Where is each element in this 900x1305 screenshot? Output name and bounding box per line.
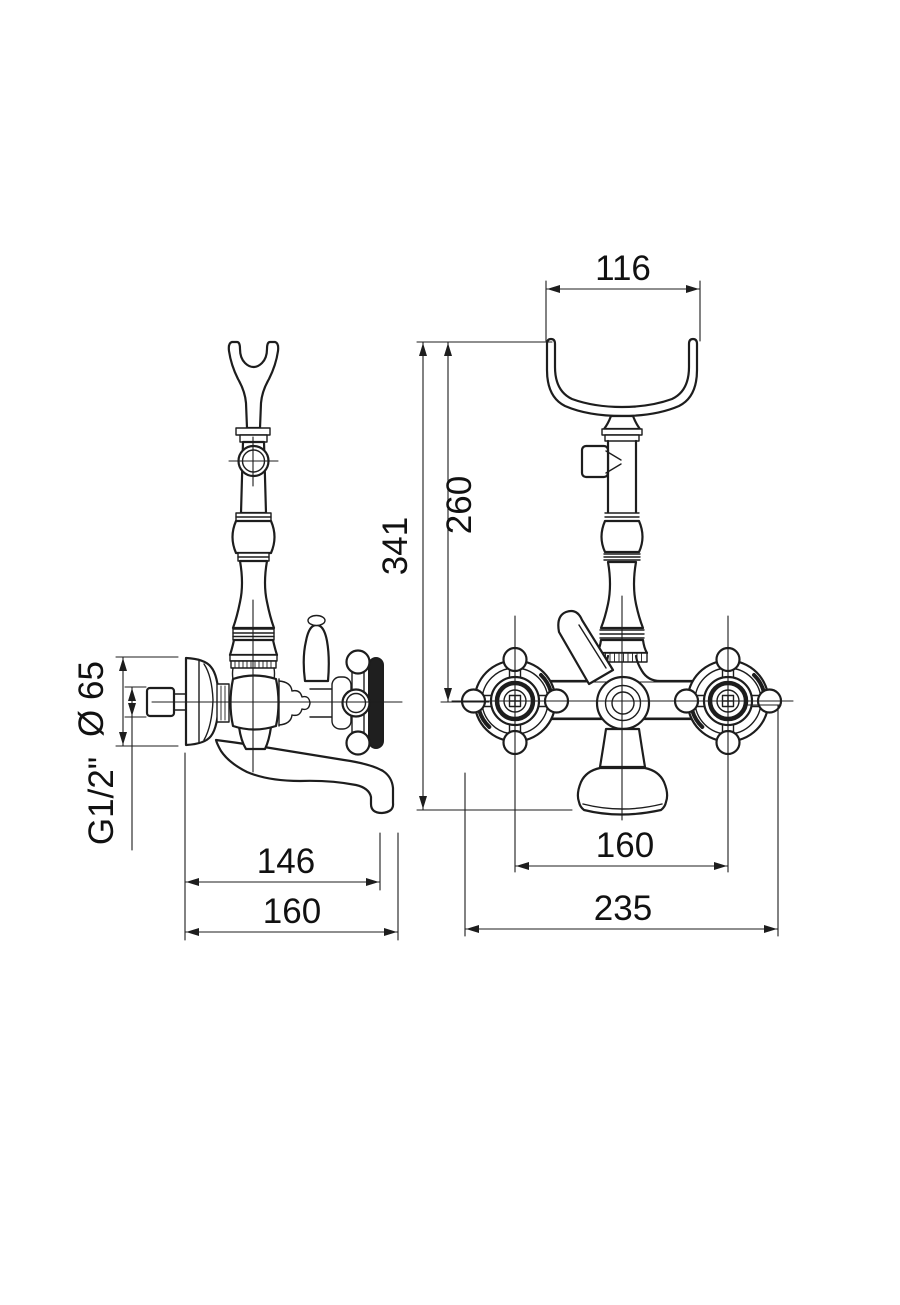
dim-handle-distance: 160 bbox=[514, 826, 729, 870]
dim-label-diameter: Ø 65 bbox=[72, 661, 111, 737]
diverter-lever-side bbox=[302, 614, 330, 683]
cross-handle-side bbox=[278, 649, 384, 756]
dim-label-235: 235 bbox=[594, 889, 652, 928]
dim-cradle-width: 116 bbox=[545, 249, 701, 342]
handset-bracket bbox=[580, 444, 610, 479]
side-view bbox=[145, 340, 395, 815]
dimensions: 116 341 260 Ø 65 G1/2" 14 bbox=[72, 249, 782, 941]
spout bbox=[214, 738, 395, 815]
dim-cradle-to-axis: 260 bbox=[440, 341, 490, 703]
dim-flange-diameter: Ø 65 bbox=[72, 656, 179, 747]
dim-label-160-side: 160 bbox=[263, 892, 321, 931]
dim-spout-max-reach: 160 bbox=[184, 832, 399, 941]
handset-column bbox=[580, 414, 649, 663]
dim-label-160-front: 160 bbox=[596, 826, 654, 865]
dim-total-height: 341 bbox=[376, 341, 573, 811]
dim-overall-width: 235 bbox=[464, 704, 782, 937]
dim-label-341: 341 bbox=[376, 517, 415, 575]
dim-label-146: 146 bbox=[257, 842, 315, 881]
dim-thread: G1/2" bbox=[82, 686, 147, 851]
cradle-front bbox=[545, 337, 699, 418]
dim-label-116: 116 bbox=[595, 249, 651, 288]
centerlines bbox=[151, 436, 794, 873]
center-boss bbox=[595, 675, 651, 731]
body-lower bbox=[237, 725, 273, 751]
dim-spout-reach: 146 bbox=[184, 752, 381, 941]
cradle-fork bbox=[227, 340, 280, 430]
dim-label-thread: G1/2" bbox=[82, 757, 121, 845]
diverter-lever-front bbox=[557, 609, 615, 686]
dim-label-260: 260 bbox=[440, 476, 479, 534]
handle-ring-edge bbox=[368, 657, 384, 749]
